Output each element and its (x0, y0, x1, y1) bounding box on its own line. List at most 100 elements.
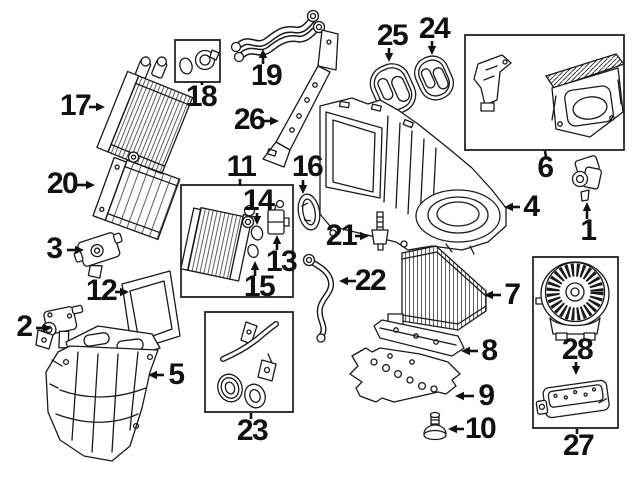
callout-number: 27 (562, 429, 595, 462)
callout-arrowhead-5 (148, 370, 157, 380)
callout-number: 15 (243, 270, 276, 303)
callout-arrowhead-28 (571, 366, 581, 375)
callout-23: 23 (236, 414, 269, 447)
callout-arrowhead-9 (455, 391, 464, 401)
callout-arrowhead-24 (427, 46, 437, 55)
callout-arrowhead-7 (484, 290, 493, 300)
callout-number: 19 (250, 59, 283, 92)
callout-number: 22 (354, 264, 387, 297)
callout-arrowhead-20 (86, 180, 95, 190)
part-24-seal (410, 51, 459, 105)
part-13-expansion-valve (268, 201, 289, 235)
callout-number: 14 (242, 184, 275, 217)
callout-number: 20 (46, 167, 79, 200)
callout-arrowhead-17 (96, 102, 105, 112)
callout-26: 26 (233, 103, 266, 136)
callout-16: 16 (291, 150, 324, 183)
part-26-bracket (263, 30, 338, 167)
callout-7: 7 (504, 278, 521, 311)
part-6-bracket (474, 55, 511, 111)
part-22-drain-hose (304, 255, 332, 343)
part-17-heater-core (97, 47, 203, 174)
part-4-main-housing (320, 98, 506, 254)
callout-arrowhead-13 (272, 235, 282, 244)
part-15-o-ring (246, 243, 259, 258)
part-11-evaporator (181, 194, 255, 281)
callout-18: 18 (185, 80, 218, 113)
part-3-actuator (71, 230, 131, 283)
group-box-27 (533, 257, 618, 428)
callout-24: 24 (418, 12, 451, 45)
part-28-blower-resistor (534, 380, 609, 420)
callout-number: 1 (580, 214, 597, 247)
callout-1: 1 (580, 214, 597, 247)
evaporator-port (243, 217, 254, 228)
callout-2: 2 (16, 310, 33, 343)
callout-arrowhead-3 (75, 245, 84, 255)
part-7-cabin-filter (388, 246, 486, 330)
callout-number: 21 (325, 219, 358, 252)
part-8-support-bracket (374, 320, 464, 356)
callout-number: 3 (46, 232, 63, 265)
group-box-18 (175, 40, 220, 82)
callout-10: 10 (464, 412, 497, 445)
callout-number: 23 (236, 414, 269, 447)
callout-arrowhead-2 (43, 323, 52, 333)
callout-5: 5 (168, 358, 185, 391)
callout-11: 11 (226, 150, 257, 183)
part-14-o-ring (250, 225, 264, 241)
callout-number: 25 (376, 19, 409, 52)
callout-arrowhead-15 (250, 261, 260, 270)
callout-17: 17 (60, 91, 92, 121)
callout-number: 9 (478, 379, 495, 412)
callout-27: 27 (562, 429, 595, 462)
callout-leader-6 (543, 150, 548, 158)
callout-22: 22 (354, 264, 387, 297)
callout-arrowhead-25 (384, 53, 394, 62)
callout-number: 4 (523, 190, 540, 223)
callout-6: 6 (537, 151, 554, 184)
part-16-grommet (296, 192, 323, 231)
callout-number: 16 (291, 150, 324, 183)
group-box-6 (465, 35, 624, 150)
callout-19: 19 (250, 59, 283, 92)
callout-arrowhead-26 (270, 116, 279, 126)
callout-arrowhead-10 (448, 424, 457, 434)
callout-number: 18 (185, 80, 218, 113)
group-box-23 (205, 312, 293, 412)
callout-15: 15 (243, 270, 276, 303)
callout-number: 26 (233, 103, 266, 136)
group-box-11 (181, 185, 293, 297)
callout-number: 12 (85, 274, 118, 307)
part-5-lower-housing (36, 326, 160, 461)
part-1-sensor (573, 155, 602, 201)
callout-number: 7 (504, 278, 521, 311)
callout-number: 5 (168, 358, 185, 391)
callout-9: 9 (478, 379, 495, 412)
callout-12: 12 (85, 274, 118, 307)
part-9-cover-plate (350, 348, 460, 402)
part-10-drain-plug (424, 413, 446, 440)
callout-8: 8 (481, 334, 498, 367)
callout-number: 2 (16, 310, 33, 343)
callout-14: 14 (242, 184, 275, 217)
callout-4: 4 (523, 190, 540, 223)
part-6-intake-duct (546, 54, 624, 137)
callout-number: 24 (418, 12, 451, 45)
callout-number: 28 (561, 333, 594, 366)
callout-arrowhead-12 (120, 287, 129, 297)
callout-number: 10 (464, 412, 497, 445)
callout-13: 13 (266, 247, 298, 277)
callout-arrowhead-22 (339, 276, 348, 286)
callout-25: 25 (376, 19, 409, 52)
part-27-blower-motor (536, 262, 609, 340)
callout-number: 11 (226, 150, 257, 183)
callout-number: 8 (481, 334, 498, 367)
callout-number: 6 (537, 151, 554, 184)
callout-20: 20 (46, 167, 79, 200)
callout-arrowhead-4 (504, 202, 513, 212)
callout-arrowhead-1 (582, 202, 592, 211)
